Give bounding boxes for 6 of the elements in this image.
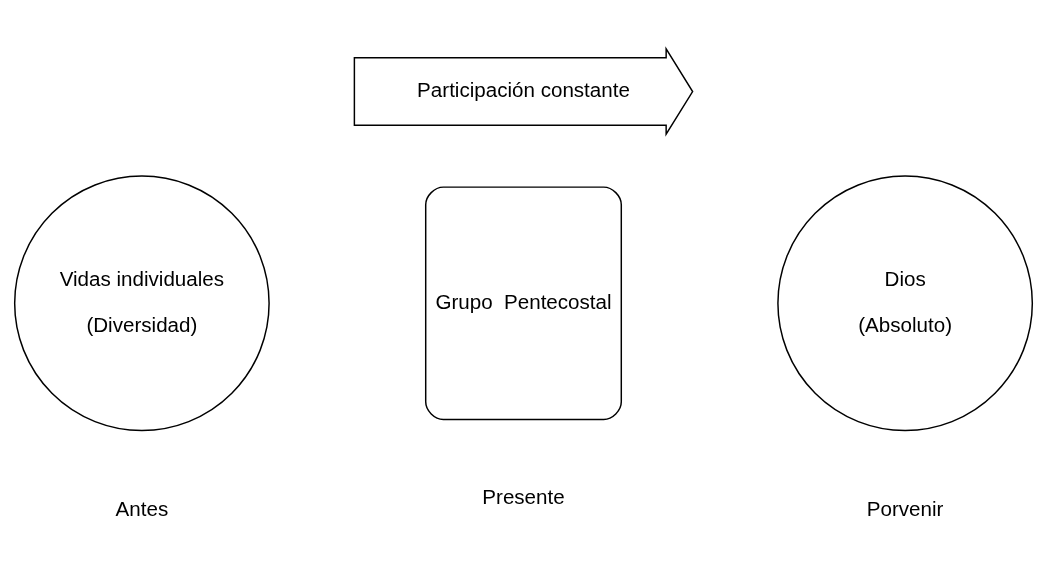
node-circle: Dios (Absoluto) [777,175,1034,432]
node-box: Grupo Pentecostal [424,186,623,421]
node-label: Presente [482,485,565,509]
node-label: Antes [115,497,169,521]
node-circle: Vidas individuales (Diversidad) [13,175,270,432]
node-label: Porvenir [866,497,944,521]
